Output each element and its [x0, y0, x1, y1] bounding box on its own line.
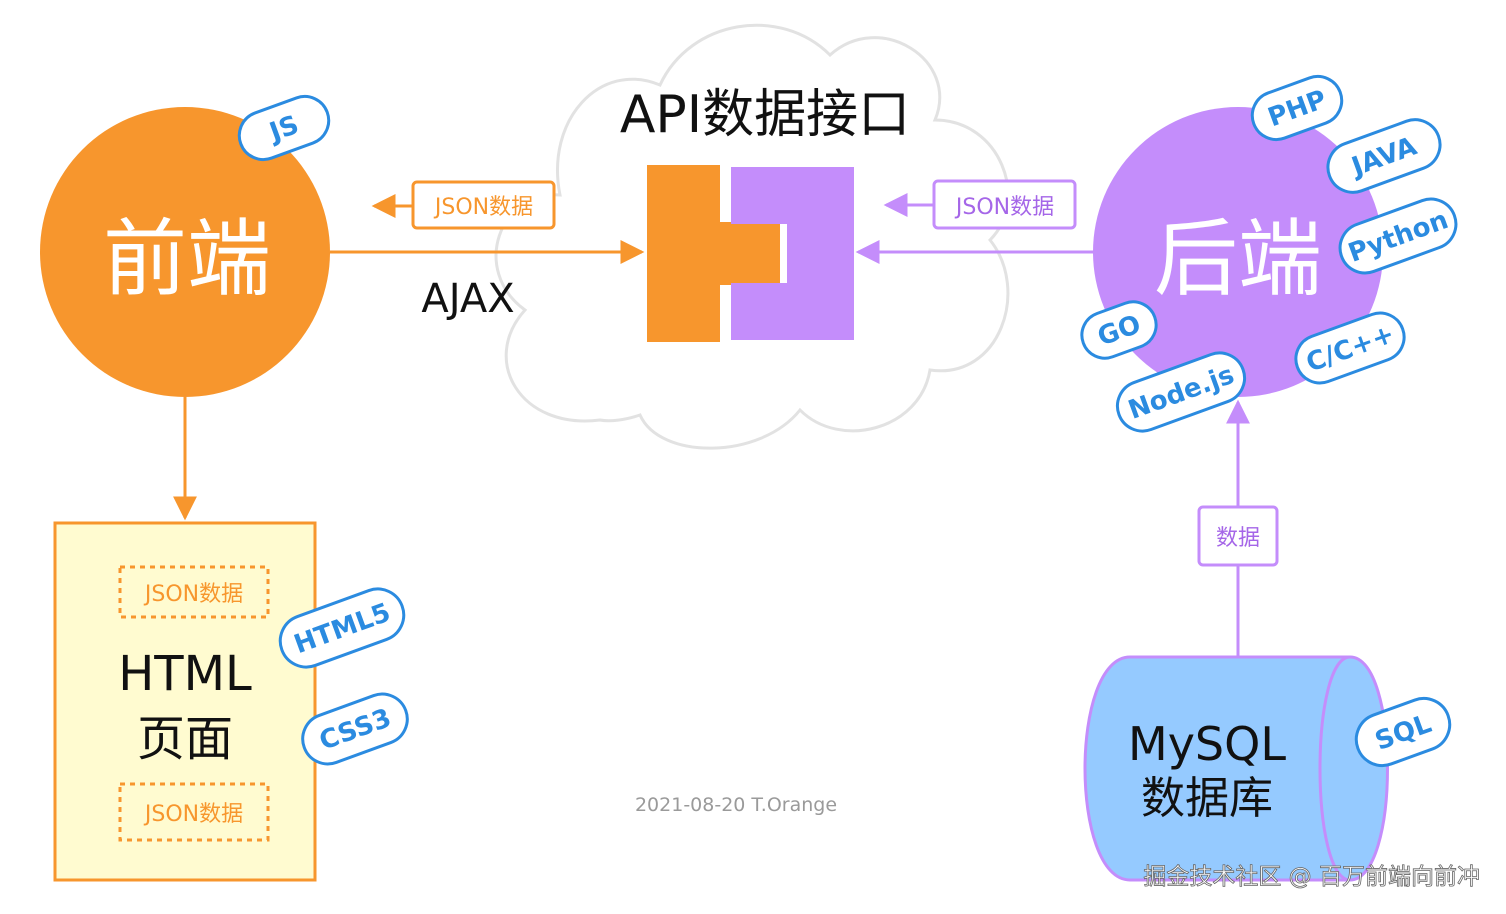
- html-json-bottom-box: [118, 782, 270, 842]
- js-tag: JS: [237, 94, 331, 162]
- database-cylinder: [1083, 655, 1389, 882]
- watermark-text: 掘金技术社区 @ 百万前端向前冲: [1143, 864, 1480, 890]
- frontend-circle: [40, 107, 330, 397]
- frontend-label: 前端: [103, 210, 271, 308]
- data-box: [1197, 505, 1279, 567]
- html-json-top-label: JSON数据: [143, 582, 243, 607]
- html-json-top-box: [118, 565, 270, 619]
- html-json-bottom-label: JSON数据: [143, 802, 243, 827]
- go-tag: GO: [1080, 300, 1158, 360]
- backend-label: 后端: [1154, 210, 1322, 308]
- sql-tag: SQL: [1354, 696, 1452, 768]
- db-line2: 数据库: [1141, 773, 1273, 824]
- html-page-line1: HTML: [118, 646, 252, 702]
- json-box-frontend-label: JSON数据: [433, 195, 533, 220]
- json-box-frontend: [411, 180, 556, 230]
- java-tag: JAVA: [1326, 118, 1442, 194]
- api-connector-icon: [647, 165, 854, 342]
- db-line1: MySQL: [1128, 717, 1286, 771]
- ajax-label: AJAX: [421, 276, 514, 322]
- php-tag: PHP: [1250, 74, 1344, 142]
- json-box-backend-label: JSON数据: [954, 195, 1054, 220]
- credit-text: 2021-08-20 T.Orange: [635, 794, 837, 816]
- api-title: API数据接口: [620, 85, 910, 145]
- data-box-label: 数据: [1216, 526, 1260, 551]
- html-page-line2: 页面: [137, 711, 233, 767]
- html-page-box: [53, 521, 317, 882]
- backend-circle: [1093, 107, 1383, 397]
- json-box-backend: [932, 179, 1077, 230]
